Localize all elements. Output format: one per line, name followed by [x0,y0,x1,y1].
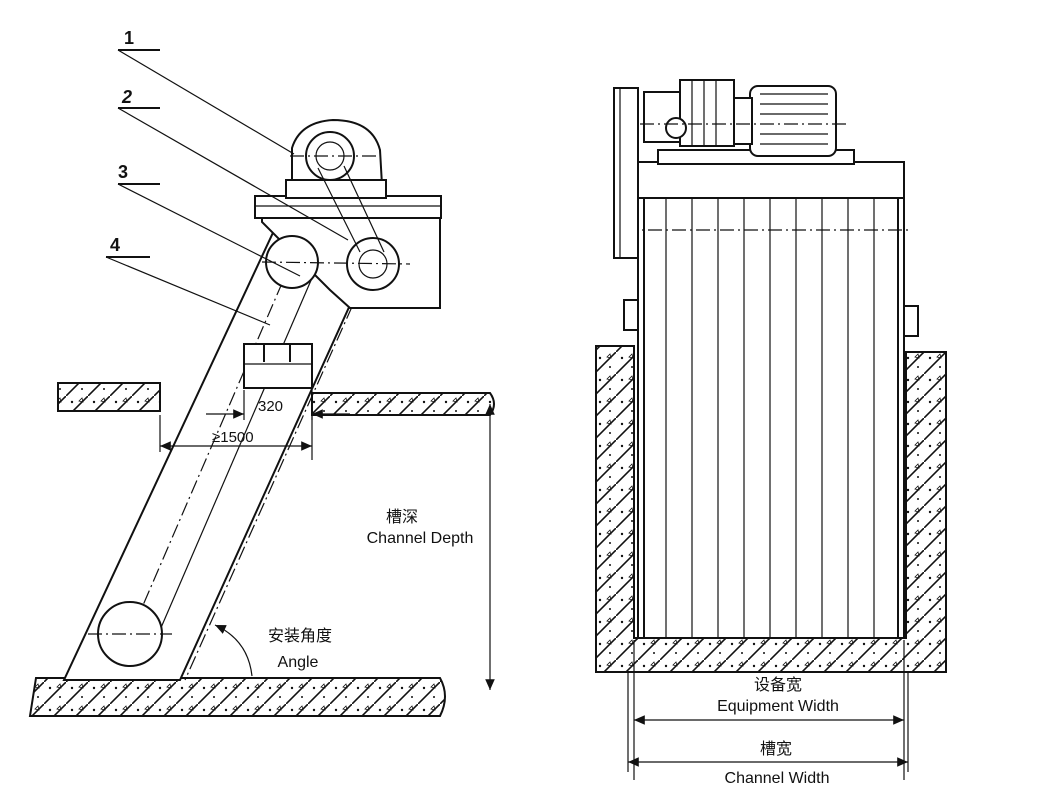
channel-bottom-slab [28,677,446,717]
dim-1500-label: ≥1500 [212,429,254,446]
head-centerline [261,261,411,265]
gearbox [679,79,735,147]
motor-body [749,85,837,157]
leader-3 [117,183,301,277]
output-shaft-circle [665,117,687,139]
side-guard [613,87,639,259]
debris-trough [243,343,313,389]
leader-4 [105,256,271,326]
equipment-width-en: Equipment Width [717,698,839,715]
leader-2 [117,107,349,241]
dim-320-label: 320 [258,398,283,415]
channel-width-cn: 槽宽 [760,740,792,758]
side-view: 1 2 3 4 320 ≥1500 槽深 Channel Depth 安装角度 … [28,28,495,717]
bracket-left [623,299,639,331]
callout-4: 4 [110,235,120,255]
upper-floor-slab-right [311,392,495,416]
callout-2: 2 [121,87,132,107]
angle-en: Angle [278,654,319,671]
angle-arc [214,624,253,677]
drive-chain-b [343,165,385,253]
channel-depth-cn: 槽深 [386,508,418,526]
screen-body [637,197,905,639]
callout-1: 1 [124,28,134,48]
bracket-right [903,305,919,337]
channel-width-en: Channel Width [725,770,830,787]
channel-depth-en: Channel Depth [367,530,474,547]
channel-walls [595,345,947,673]
upper-floor-slab-left [57,382,161,412]
motor-base [285,179,387,199]
top-platform [254,195,442,219]
frame-inner-line [159,277,313,631]
equipment-width-cn: 设备宽 [754,676,802,694]
screen-bars [665,198,875,638]
motor-flange [733,97,753,145]
top-cover [637,161,905,199]
drive-chain-a [317,167,361,253]
chain-centerline-2 [184,261,373,681]
callout-3: 3 [118,162,128,182]
front-view: 设备宽 Equipment Width 槽宽 Channel Width [595,79,947,787]
angle-cn: 安装角度 [268,627,332,645]
leader-1 [117,49,295,155]
